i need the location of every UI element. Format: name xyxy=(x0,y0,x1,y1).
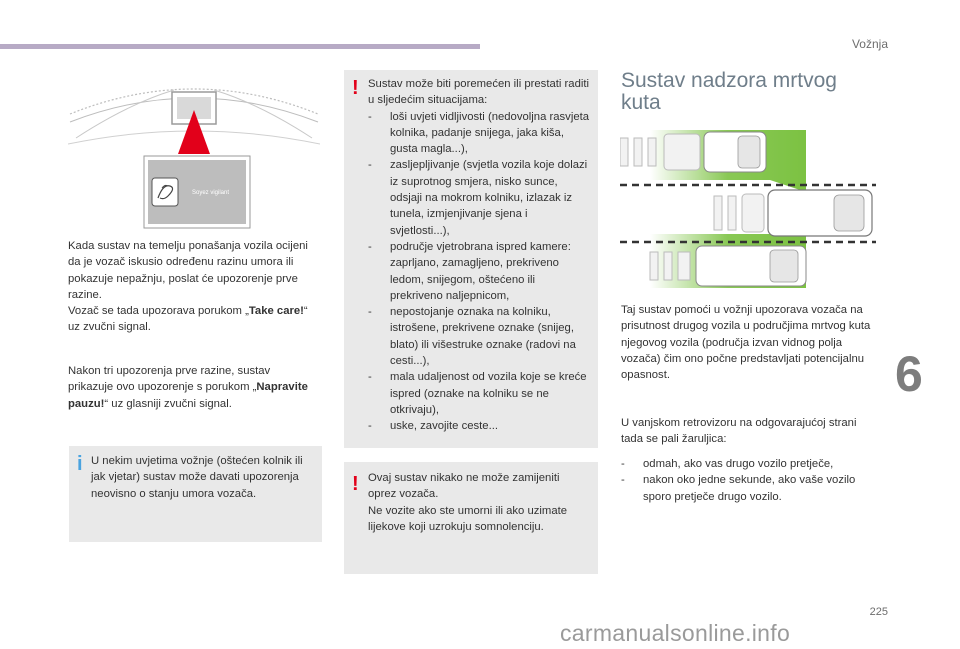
heading-line-1: Sustav nadzora mrtvog xyxy=(621,69,837,92)
blind-spot-illustration xyxy=(619,130,876,288)
condition-list: loši uvjeti vidljivosti (nedovoljna rasv… xyxy=(368,109,590,435)
section-title: Vožnja xyxy=(851,37,888,51)
list-item: područje vjetrobrana ispred kamere: zapr… xyxy=(368,239,590,304)
display-message: Soyez vigilant xyxy=(192,190,230,196)
list-item: mala udaljenost od vozila koje se kreće … xyxy=(368,369,590,418)
mirror-lamp-intro: U vanjskom retrovizoru na odgovarajućoj … xyxy=(621,417,857,446)
warning-vigilance-text-2: Ne vozite ako ste umorni ili ako uzimate… xyxy=(368,504,568,533)
list-item: uske, zavojite ceste... xyxy=(368,418,590,435)
page-heading: Sustav nadzora mrtvog kuta xyxy=(621,70,881,114)
warning-icon: ! xyxy=(352,77,359,99)
fatigue-para-1b-pre: Vozač se tada upozorava porukom „ xyxy=(68,305,249,318)
warning-icon: ! xyxy=(352,473,359,495)
fatigue-para-2-post: “ uz glasniji zvučni signal. xyxy=(104,397,232,410)
header-accent-bar xyxy=(0,44,480,49)
fatigue-para-1-text: Kada sustav na temelju ponašanja vozila … xyxy=(68,240,308,301)
take-care-message: Take care! xyxy=(248,305,304,318)
heading-line-2: kuta xyxy=(621,91,661,114)
list-item: zasljepljivanje (svjetla vozila koje dol… xyxy=(368,157,590,238)
blind-spot-description: Taj sustav pomoći u vožnji upozorava voz… xyxy=(621,304,871,382)
warning-vigilance-content: Ovaj sustav nikako ne može zamijeniti op… xyxy=(368,470,590,535)
warning-conditions-content: Sustav može biti poremećen ili prestati … xyxy=(368,76,590,435)
vehicle-own xyxy=(713,189,873,237)
windscreen-illustration: Soyez vigilant xyxy=(67,70,321,230)
vehicle-lower xyxy=(649,245,807,287)
fatigue-para-2-pre: Nakon tri upozorenja prve razine, sustav… xyxy=(68,365,271,394)
info-icon: i xyxy=(77,453,83,475)
fatigue-para-1: Kada sustav na temelju ponašanja vozila … xyxy=(68,238,316,336)
warning-intro: Sustav može biti poremećen ili prestati … xyxy=(368,78,590,107)
fatigue-para-1b-post: “ uz zvučni signal. xyxy=(68,305,308,334)
blind-spot-diagram xyxy=(619,124,876,292)
list-item: odmah, ako vas drugo vozilo pretječe, xyxy=(621,456,876,473)
pause-message: Napravite pauzu! xyxy=(68,381,308,410)
list-item: nepostojanje oznaka na kolniku, istrošen… xyxy=(368,304,590,369)
warning-box-vigilance: ! Ovaj sustav nikako ne može zamijeniti … xyxy=(344,462,598,574)
info-text: U nekim uvjetima vožnje (oštećen kolnik … xyxy=(91,455,303,500)
watermark: carmanualsonline.info xyxy=(560,620,791,646)
vehicle-upper xyxy=(619,131,767,173)
page-number: 225 xyxy=(869,606,888,618)
chapter-number: 6 xyxy=(895,346,923,402)
list-item: nakon oko jedne sekunde, ako vaše vozilo… xyxy=(621,472,876,505)
fatigue-para-2: Nakon tri upozorenja prve razine, sustav… xyxy=(68,363,318,412)
lamp-conditions-list: odmah, ako vas drugo vozilo pretječe, na… xyxy=(621,456,876,505)
list-item: loši uvjeti vidljivosti (nedovoljna rasv… xyxy=(368,109,590,158)
warning-box-conditions: ! Sustav može biti poremećen ili prestat… xyxy=(344,70,598,448)
camera-display-illustration xyxy=(67,88,321,229)
info-box: i U nekim uvjetima vožnje (oštećen kolni… xyxy=(69,446,322,542)
warning-vigilance-text-1: Ovaj sustav nikako ne može zamijeniti op… xyxy=(368,472,560,501)
